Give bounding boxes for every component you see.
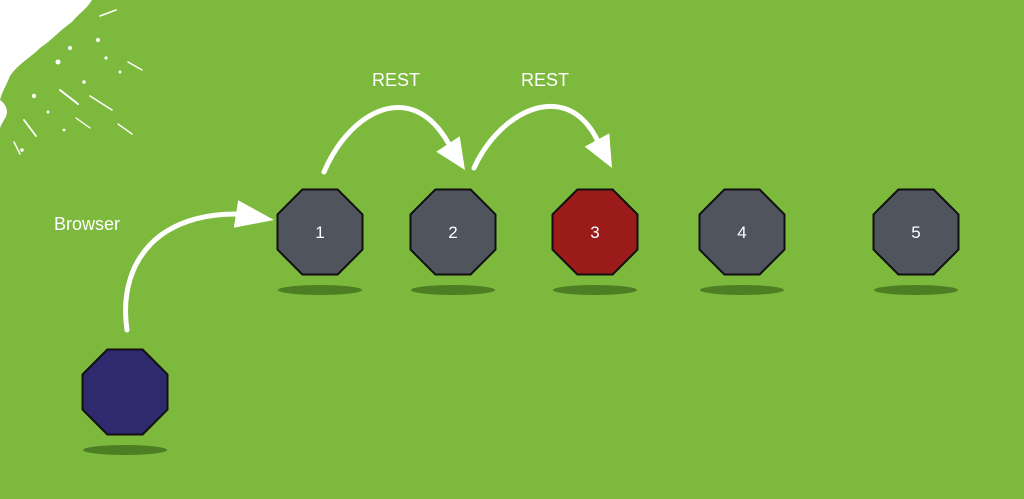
nodes-layer: 1 2 3 4 5 bbox=[81, 188, 960, 455]
node-octagon bbox=[81, 348, 169, 436]
node-label: 2 bbox=[448, 223, 457, 242]
arrow-n2-to-n3 bbox=[471, 103, 612, 171]
arrow-client-to-n1 bbox=[123, 200, 274, 333]
node-label: 1 bbox=[315, 223, 324, 242]
arrow-head bbox=[233, 200, 274, 228]
node-shadow bbox=[874, 285, 958, 295]
node-shadow bbox=[411, 285, 495, 295]
node-n5: 5 bbox=[872, 188, 960, 295]
paint-splatter-decoration bbox=[0, 0, 143, 155]
node-octagon bbox=[872, 188, 960, 276]
node-n3: 3 bbox=[551, 188, 639, 295]
node-n4: 4 bbox=[698, 188, 786, 295]
arrow-shaft bbox=[471, 103, 603, 171]
arrow-shaft bbox=[123, 211, 239, 333]
node-shadow bbox=[553, 285, 637, 295]
edge-label-rest-2: REST bbox=[521, 70, 569, 90]
arrow-head bbox=[436, 136, 465, 170]
node-label: 4 bbox=[737, 223, 746, 242]
arrow-n1-to-n2 bbox=[321, 104, 465, 175]
node-octagon bbox=[698, 188, 786, 276]
node-label: 5 bbox=[911, 223, 920, 242]
node-octagon bbox=[409, 188, 497, 276]
node-n2: 2 bbox=[409, 188, 497, 295]
node-octagon bbox=[276, 188, 364, 276]
node-n1: 1 bbox=[276, 188, 364, 295]
arrow-head bbox=[584, 133, 612, 168]
arrow-shaft bbox=[321, 104, 455, 175]
node-client bbox=[81, 348, 169, 455]
edges-layer bbox=[123, 103, 612, 333]
edge-label-browser: Browser bbox=[54, 214, 120, 234]
edge-label-rest-1: REST bbox=[372, 70, 420, 90]
node-shadow bbox=[83, 445, 167, 455]
node-label: 3 bbox=[590, 223, 599, 242]
node-shadow bbox=[278, 285, 362, 295]
node-shadow bbox=[700, 285, 784, 295]
node-octagon bbox=[551, 188, 639, 276]
